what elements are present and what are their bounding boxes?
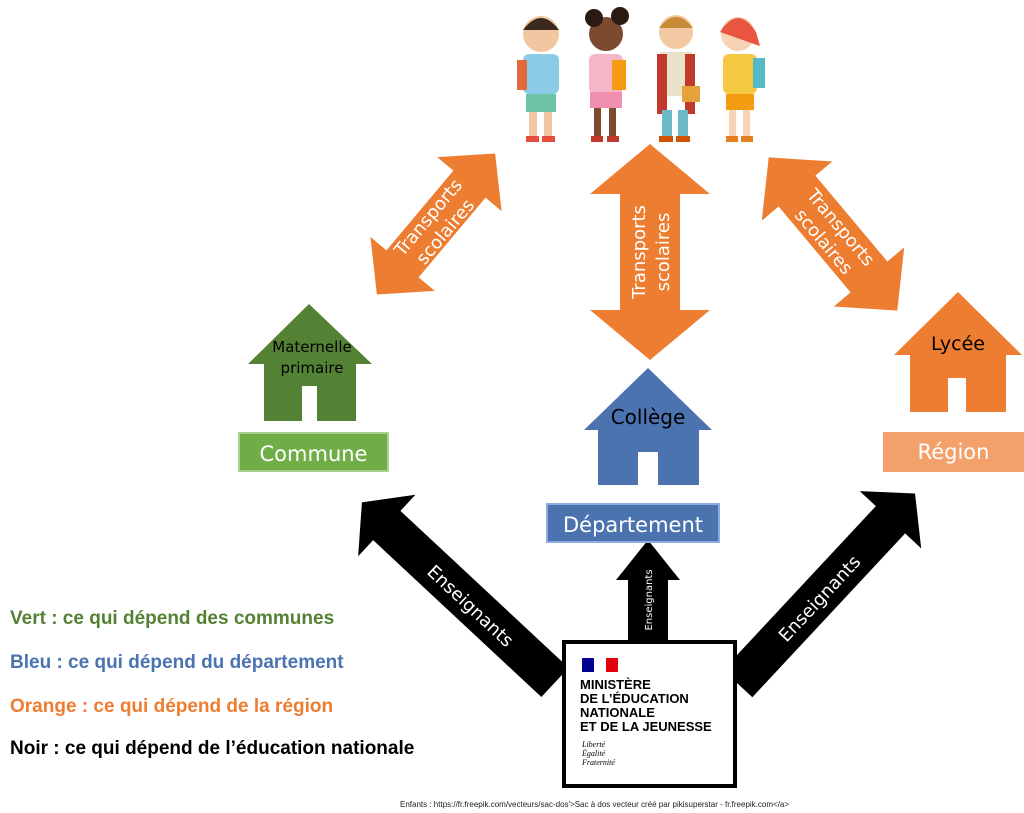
- legend-orange: Orange : ce qui dépend de la région: [10, 696, 334, 717]
- arrow-center-label-line1: Transports: [629, 205, 650, 300]
- box-commune: Commune: [238, 432, 389, 472]
- child-4: [720, 17, 765, 142]
- arrow-enseignants-left-label: Enseignants: [423, 561, 518, 651]
- arrow-transports-left: Transports scolaires: [370, 153, 502, 295]
- arrow-enseignants-center: Enseignants: [616, 540, 680, 640]
- house-maternelle-label-line2: primaire: [281, 359, 344, 377]
- arrow-enseignants-center-label: Enseignants: [644, 569, 655, 630]
- box-region: Région: [883, 432, 1024, 472]
- child-2: [585, 7, 629, 142]
- arrow-center-label-line2: scolaires: [653, 213, 674, 292]
- ministry-line-4: ET DE LA JEUNESSE: [580, 719, 712, 734]
- children-illustration: [517, 7, 765, 142]
- ministry-logo: MINISTÈRE DE L’ÉDUCATION NATIONALE ET DE…: [562, 640, 737, 788]
- flag-icon: [582, 658, 618, 672]
- box-departement: Département: [546, 503, 720, 543]
- arrow-transports-center: Transports scolaires: [590, 144, 710, 360]
- house-college-label: Collège: [611, 405, 686, 429]
- child-3: [657, 15, 700, 142]
- arrow-enseignants-right: Enseignants: [723, 491, 922, 698]
- legend-noir: Noir : ce qui dépend de l’éducation nati…: [10, 738, 415, 759]
- motto-egalite: Égalité: [582, 749, 606, 758]
- house-maternelle-label-line1: Maternelle: [272, 338, 351, 356]
- ministry-motto: Liberté Égalité Fraternité: [582, 740, 615, 767]
- ministry-line-3: NATIONALE: [580, 705, 655, 720]
- motto-fraternite: Fraternité: [582, 758, 615, 767]
- house-lycee-label: Lycée: [931, 333, 985, 355]
- legend-vert: Vert : ce qui dépend des communes: [10, 608, 335, 629]
- ministry-name: MINISTÈRE DE L’ÉDUCATION NATIONALE ET DE…: [580, 678, 712, 734]
- arrow-transports-right: Transports scolaires: [761, 157, 905, 311]
- legend-bleu: Bleu : ce qui dépend du département: [10, 652, 344, 673]
- child-1: [517, 16, 559, 142]
- house-lycee: Lycée: [894, 292, 1022, 412]
- image-credit: Enfants : https://fr.freepik.com/vecteur…: [400, 800, 790, 809]
- ministry-line-2: DE L’ÉDUCATION: [580, 691, 689, 706]
- house-maternelle: Maternelle primaire: [248, 304, 372, 421]
- ministry-line-1: MINISTÈRE: [580, 677, 651, 692]
- motto-liberte: Liberté: [582, 740, 606, 749]
- arrow-enseignants-right-label: Enseignants: [775, 552, 865, 647]
- house-college: Collège: [584, 368, 712, 485]
